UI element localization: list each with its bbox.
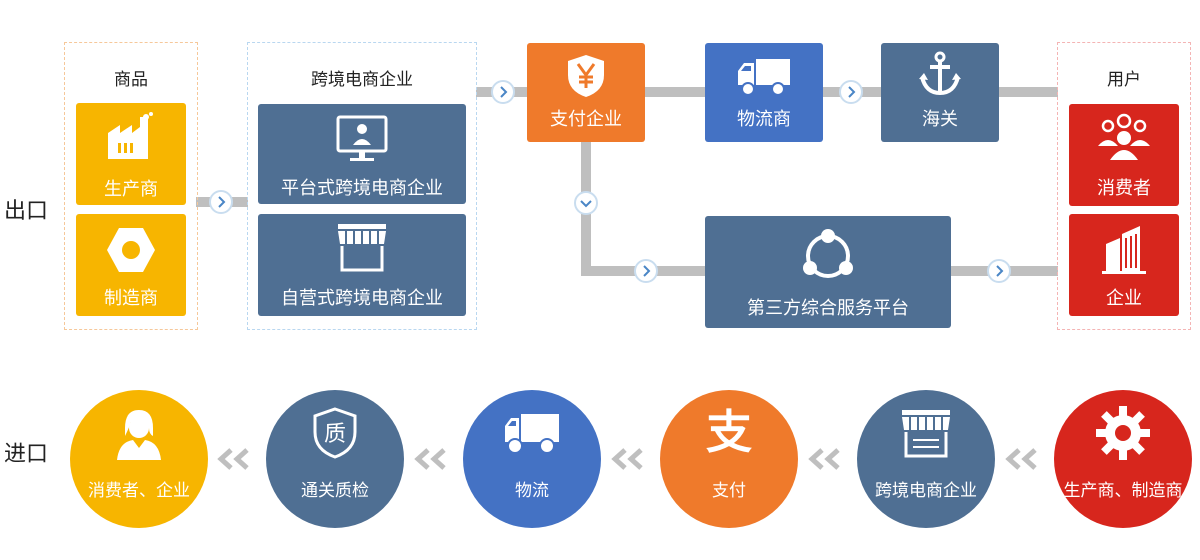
import-step-ecommerce[interactable]: 跨境电商企业	[857, 390, 995, 528]
double-chevron-left-icon	[611, 448, 643, 470]
arrow-right-icon	[209, 190, 233, 214]
platform-ecommerce-tile[interactable]: 平台式跨境电商企业	[258, 104, 466, 204]
enterprise-label: 企业	[1106, 288, 1142, 309]
anchor-icon	[919, 51, 961, 96]
share-network-icon	[803, 229, 853, 278]
manufacturer-label: 制造商	[104, 288, 158, 309]
alipay-glyph: 支	[706, 405, 752, 458]
person-icon	[117, 410, 161, 460]
consumer-tile[interactable]: 消费者	[1069, 104, 1179, 206]
payment-label: 支付企业	[550, 109, 622, 130]
truck-icon	[505, 414, 559, 454]
double-chevron-left-icon	[1005, 448, 1037, 470]
logistics-tile[interactable]: 物流商	[705, 43, 823, 142]
import-step-consumers[interactable]: 消费者、企业	[70, 390, 208, 528]
connector-customs-users	[998, 87, 1058, 97]
producer-tile[interactable]: 生产商	[76, 103, 186, 205]
import-step-logistics[interactable]: 物流	[463, 390, 601, 528]
storefront-icon	[902, 410, 950, 458]
third-party-tile[interactable]: 第三方综合服务平台	[705, 216, 951, 328]
payment-tile[interactable]: 支付企业	[527, 43, 645, 142]
double-chevron-left-icon	[217, 448, 249, 470]
selfrun-ecommerce-label: 自营式跨境电商企业	[281, 288, 443, 309]
import-step-payment[interactable]: 支 支付	[660, 390, 798, 528]
double-chevron-left-icon	[414, 448, 446, 470]
third-party-label: 第三方综合服务平台	[747, 298, 909, 319]
import-step-customs-label: 通关质检	[301, 481, 369, 501]
enterprise-tile[interactable]: 企业	[1069, 214, 1179, 316]
platform-ecommerce-label: 平台式跨境电商企业	[281, 178, 443, 199]
hex-nut-icon	[107, 228, 155, 272]
selfrun-ecommerce-tile[interactable]: 自营式跨境电商企业	[258, 214, 466, 316]
arrow-right-icon	[987, 259, 1011, 283]
buildings-icon	[1102, 226, 1146, 274]
ecommerce-group: 跨境电商企业	[247, 42, 477, 330]
import-step-ecommerce-label: 跨境电商企业	[875, 481, 977, 501]
users-group: 用户	[1057, 42, 1191, 330]
alipay-icon: 支	[706, 405, 752, 458]
goods-group: 商品	[64, 42, 198, 330]
storefront-icon	[338, 224, 386, 272]
export-label: 出口	[4, 199, 49, 224]
arrow-down-icon	[574, 191, 598, 215]
users-title: 用户	[1107, 70, 1141, 90]
manufacturer-tile[interactable]: 制造商	[76, 214, 186, 316]
import-step-producers-label: 生产商、制造商	[1063, 481, 1183, 501]
import-step-payment-label: 支付	[712, 481, 746, 501]
customs-tile[interactable]: 海关	[881, 43, 999, 142]
arrow-right-icon	[634, 259, 658, 283]
goods-title: 商品	[114, 70, 148, 90]
gear-icon	[1096, 406, 1150, 460]
truck-icon	[738, 59, 790, 96]
logistics-label: 物流商	[737, 109, 791, 130]
arrow-right-icon	[839, 80, 863, 104]
connector-payment-logistics	[644, 87, 706, 97]
arrow-right-icon	[491, 80, 515, 104]
factory-icon	[108, 112, 153, 159]
monitor-user-icon	[336, 115, 388, 161]
yen-shield-icon	[568, 55, 604, 97]
double-chevron-left-icon	[808, 448, 840, 470]
consumer-label: 消费者	[1097, 178, 1151, 199]
import-step-logistics-label: 物流	[515, 481, 549, 501]
customs-label: 海关	[922, 109, 958, 130]
import-step-consumers-label: 消费者、企业	[88, 481, 190, 501]
quality-shield-icon: 质	[313, 407, 357, 459]
import-step-customs[interactable]: 质 通关质检	[266, 390, 404, 528]
people-group-icon	[1098, 113, 1150, 160]
import-label: 进口	[4, 442, 49, 467]
import-step-producers[interactable]: 生产商、制造商	[1054, 390, 1192, 528]
quality-glyph: 质	[324, 422, 346, 447]
producer-label: 生产商	[104, 179, 158, 200]
ecommerce-title: 跨境电商企业	[311, 70, 413, 90]
